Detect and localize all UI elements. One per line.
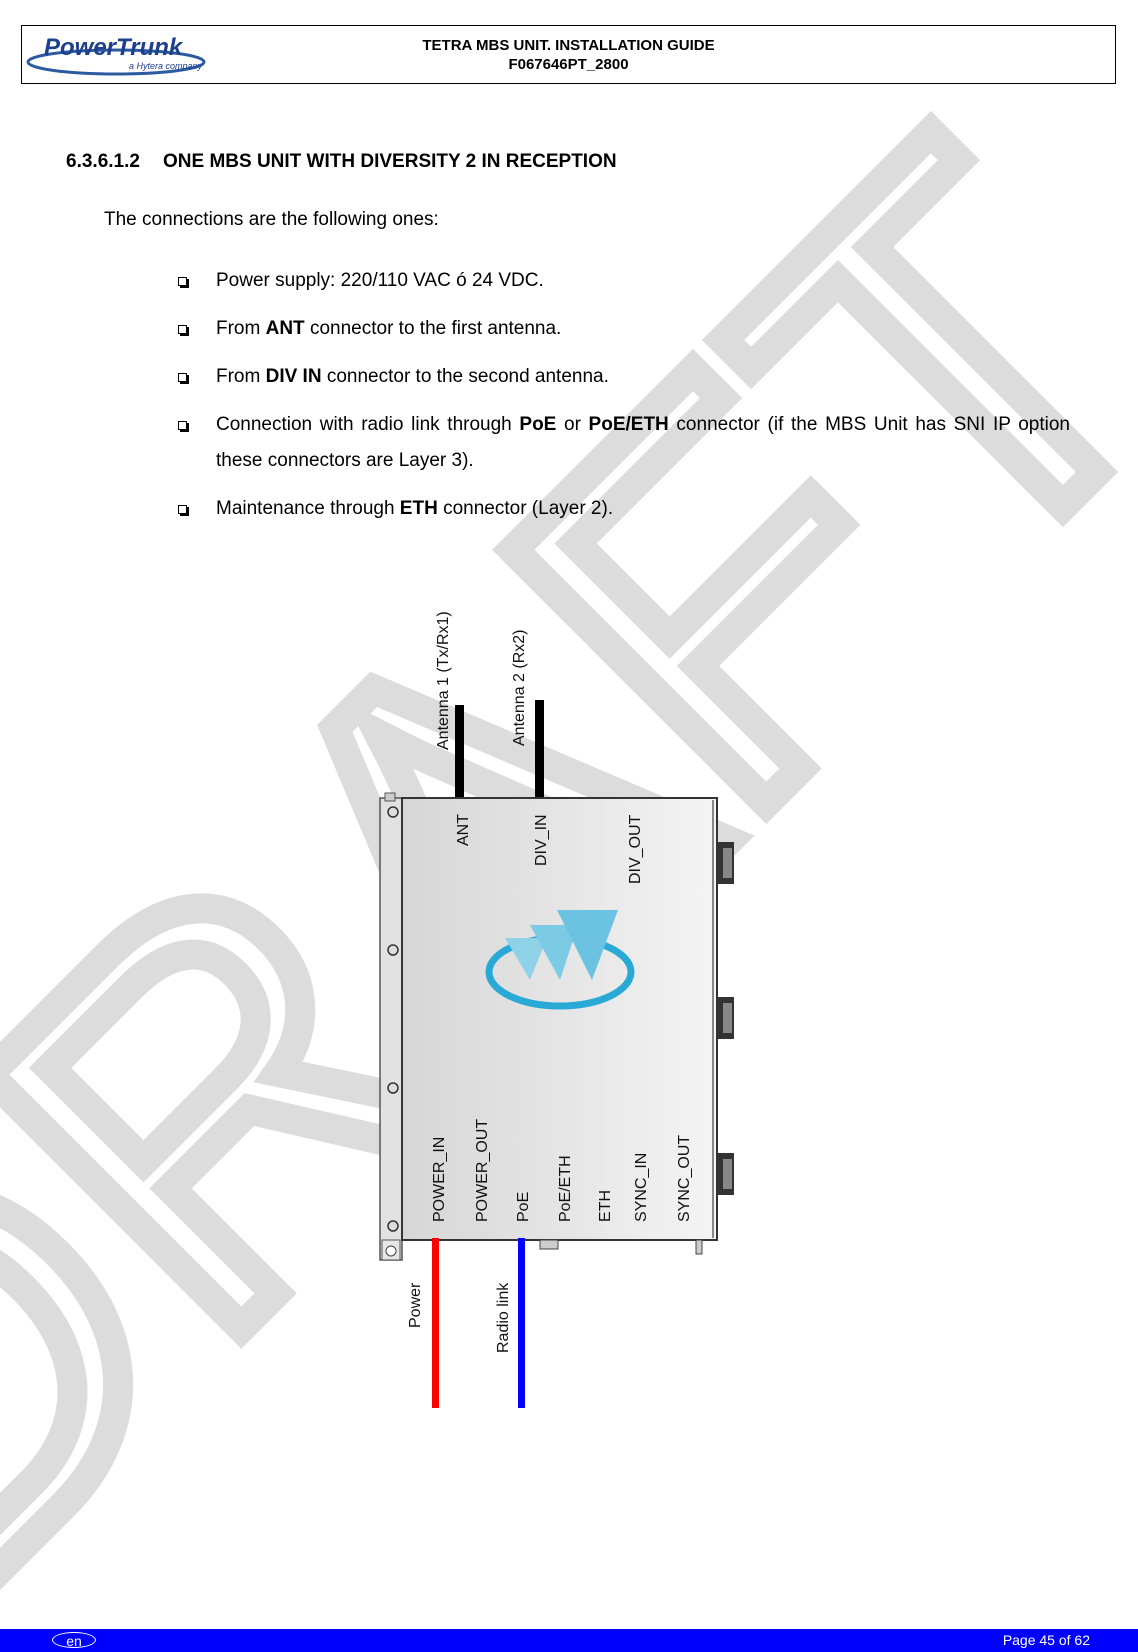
bullet-pre: From	[216, 318, 266, 339]
section-title: ONE MBS UNIT WITH DIVERSITY 2 IN RECEPTI…	[163, 151, 617, 172]
bullet-post: connector to the first antenna.	[304, 318, 562, 339]
antenna1-cable	[455, 705, 464, 802]
bullet-post: connector (Layer 2).	[437, 498, 614, 519]
page-header: PowerTrunk a Hytera company TETRA MBS UN…	[21, 25, 1116, 84]
port-sync-in-label: SYNC_IN	[633, 1153, 650, 1222]
bullet-post: connector to the second antenna.	[321, 366, 609, 387]
logo-subtext: a Hytera company	[129, 61, 203, 71]
logo-text: PowerTrunk	[44, 34, 184, 61]
bullet-post: connector (if the MBS Unit has SNI IP op…	[216, 414, 1070, 471]
port-power-in-label: POWER_IN	[431, 1137, 448, 1222]
port-eth-label: ETH	[597, 1190, 614, 1222]
bracket-hole-icon	[385, 1245, 397, 1257]
antenna2-cable	[535, 700, 544, 802]
bullet-pre: Maintenance through	[216, 498, 400, 519]
screw-icon	[387, 1082, 399, 1094]
port-sync-out-label: SYNC_OUT	[676, 1135, 693, 1222]
list-item: Maintenance through ETH connector (Layer…	[178, 491, 1070, 527]
bullet-bold: PoE/ETH	[588, 414, 669, 435]
side-connector-icon	[717, 842, 734, 884]
port-ant-label: ANT	[455, 814, 472, 846]
bottom-connector-icon	[695, 1239, 703, 1255]
page-footer: en Page 45 of 62	[0, 1629, 1138, 1652]
doc-title: TETRA MBS UNIT. INSTALLATION GUIDE	[422, 37, 715, 54]
checkbox-bullet-icon	[178, 505, 187, 514]
mbs-logo-icon	[485, 910, 635, 1010]
list-item: From DIV IN connector to the second ante…	[178, 359, 1070, 395]
power-cable-label: Power	[407, 1282, 424, 1328]
bottom-connector-icon	[539, 1239, 559, 1250]
list-item: From ANT connector to the first antenna.	[178, 311, 1070, 347]
doc-code: F067646PT_2800	[508, 56, 629, 73]
bullet-mid: or	[556, 414, 589, 435]
port-div-in-label: DIV_IN	[533, 814, 550, 866]
screw-icon	[387, 806, 399, 818]
connection-list: Power supply: 220/110 VAC ó 24 VDC. From…	[178, 263, 1070, 539]
section-number: 6.3.6.1.2	[66, 151, 140, 172]
bullet-text: Power supply: 220/110 VAC ó 24 VDC.	[216, 270, 544, 291]
header-title: TETRA MBS UNIT. INSTALLATION GUIDE F0676…	[252, 36, 885, 74]
port-div-out-label: DIV_OUT	[627, 814, 644, 884]
intro-paragraph: The connections are the following ones:	[104, 209, 439, 230]
checkbox-bullet-icon	[178, 277, 187, 286]
radio-link-label: Radio link	[495, 1282, 512, 1353]
bullet-bold: ANT	[265, 318, 305, 339]
port-poe-eth-label: PoE/ETH	[557, 1155, 574, 1222]
list-item: Connection with radio link through PoE o…	[178, 407, 1070, 479]
power-cable	[432, 1238, 439, 1408]
checkbox-bullet-icon	[178, 325, 187, 334]
checkbox-bullet-icon	[178, 373, 187, 382]
port-poe-label: PoE	[515, 1192, 532, 1222]
bullet-pre: Connection with radio link through	[216, 414, 520, 435]
bullet-pre: From	[216, 366, 266, 387]
powertrunk-logo: PowerTrunk a Hytera company	[26, 34, 206, 76]
language-badge: en	[52, 1632, 96, 1649]
screw-icon	[387, 1220, 399, 1232]
radio-link-cable	[518, 1238, 525, 1408]
checkbox-bullet-icon	[178, 421, 187, 430]
port-power-out-label: POWER_OUT	[474, 1119, 491, 1222]
antenna2-label: Antenna 2 (Rx2)	[511, 629, 528, 746]
mbs-unit-body	[401, 797, 718, 1241]
bullet-bold: PoE	[519, 414, 557, 435]
bracket-tab	[384, 792, 396, 802]
mounting-bracket	[379, 797, 403, 1261]
bullet-bold: ETH	[399, 498, 438, 519]
screw-icon	[387, 944, 399, 956]
list-item: Power supply: 220/110 VAC ó 24 VDC.	[178, 263, 1070, 299]
section-heading: 6.3.6.1.2 ONE MBS UNIT WITH DIVERSITY 2 I…	[66, 151, 617, 173]
side-connector-icon	[717, 997, 734, 1039]
antenna1-label: Antenna 1 (Tx/Rx1)	[435, 611, 452, 750]
page-number: Page 45 of 62	[1002, 1632, 1090, 1648]
side-connector-icon	[717, 1153, 734, 1195]
bullet-bold: DIV IN	[265, 366, 322, 387]
